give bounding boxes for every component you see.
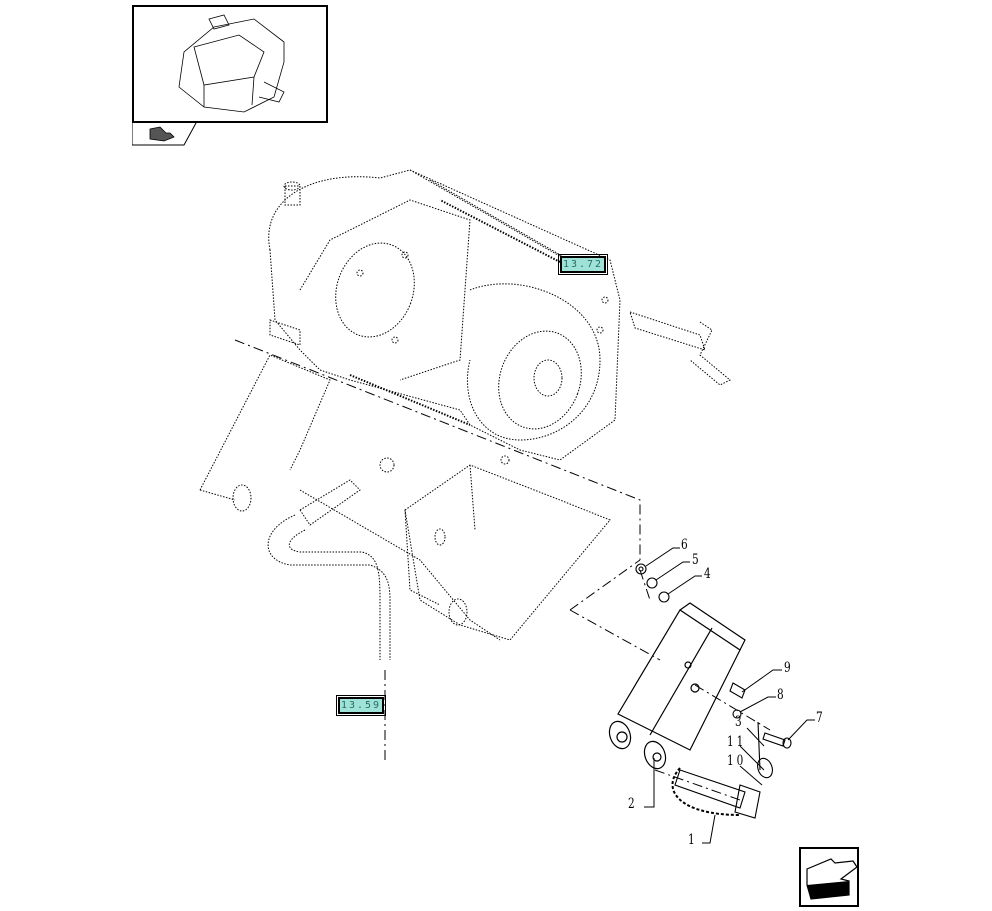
centerlines bbox=[234, 339, 771, 801]
callout-4: 4 bbox=[704, 566, 714, 582]
frame bbox=[199, 354, 611, 660]
leader-lines bbox=[644, 547, 815, 844]
callout-9: 9 bbox=[784, 660, 794, 676]
overview-thumbnail[interactable] bbox=[132, 5, 328, 123]
callout-6: 6 bbox=[681, 537, 691, 553]
callout-1: 1 bbox=[688, 832, 698, 848]
callout-2: 2 bbox=[628, 796, 638, 812]
return-arrow-icon bbox=[149, 126, 175, 142]
callout-10: 10 bbox=[727, 753, 747, 769]
gearbox-housing bbox=[268, 169, 731, 465]
next-page-arrow-icon bbox=[806, 858, 858, 900]
thumbnail-tab[interactable] bbox=[132, 123, 198, 147]
callout-3: 3 bbox=[735, 714, 745, 730]
hardware bbox=[635, 563, 792, 819]
callout-8: 8 bbox=[777, 687, 787, 703]
callout-7: 7 bbox=[816, 710, 826, 726]
reference-tag-13-59[interactable]: 13.59 bbox=[336, 695, 386, 716]
reference-tag-13-72[interactable]: 13.72 bbox=[558, 254, 608, 275]
next-page-button[interactable] bbox=[799, 847, 859, 907]
support-bracket bbox=[608, 602, 746, 770]
callout-5: 5 bbox=[692, 552, 702, 568]
machine-overview-icon bbox=[178, 14, 285, 113]
callout-11: 11 bbox=[727, 734, 747, 750]
